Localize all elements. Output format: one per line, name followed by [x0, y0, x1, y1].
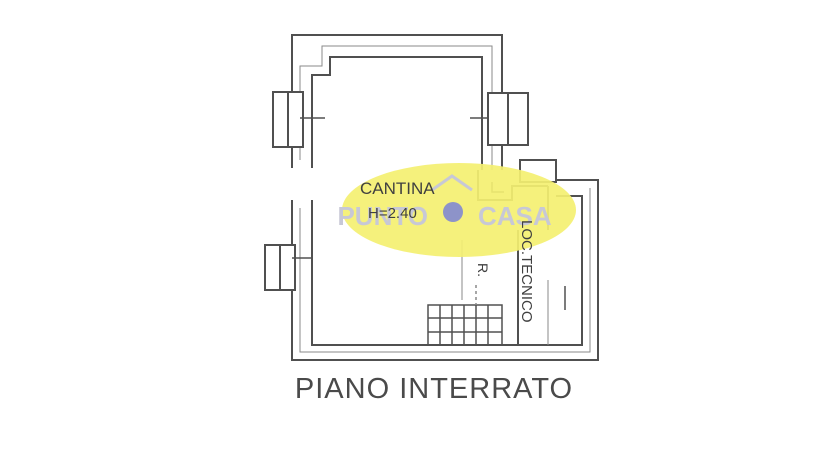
- watermark-brand-right: CASA: [478, 201, 552, 231]
- room-label-technical: LOC.TECNICO: [518, 220, 535, 323]
- logo-dot-icon: [443, 202, 463, 222]
- watermark: PUNTO CASA: [337, 163, 576, 257]
- plan-title: PIANO INTERRATO: [295, 373, 573, 405]
- room-label-r: R.: [475, 263, 491, 277]
- room-height-label: H=2.40: [368, 205, 417, 222]
- staircase: [427, 285, 503, 346]
- left-wall-openings: [264, 91, 325, 291]
- watermark-brand-left: PUNTO: [337, 201, 428, 231]
- house-roof-icon: [431, 174, 473, 192]
- room-label-cantina: CANTINA: [360, 179, 435, 198]
- right-wall-opening: [470, 92, 529, 146]
